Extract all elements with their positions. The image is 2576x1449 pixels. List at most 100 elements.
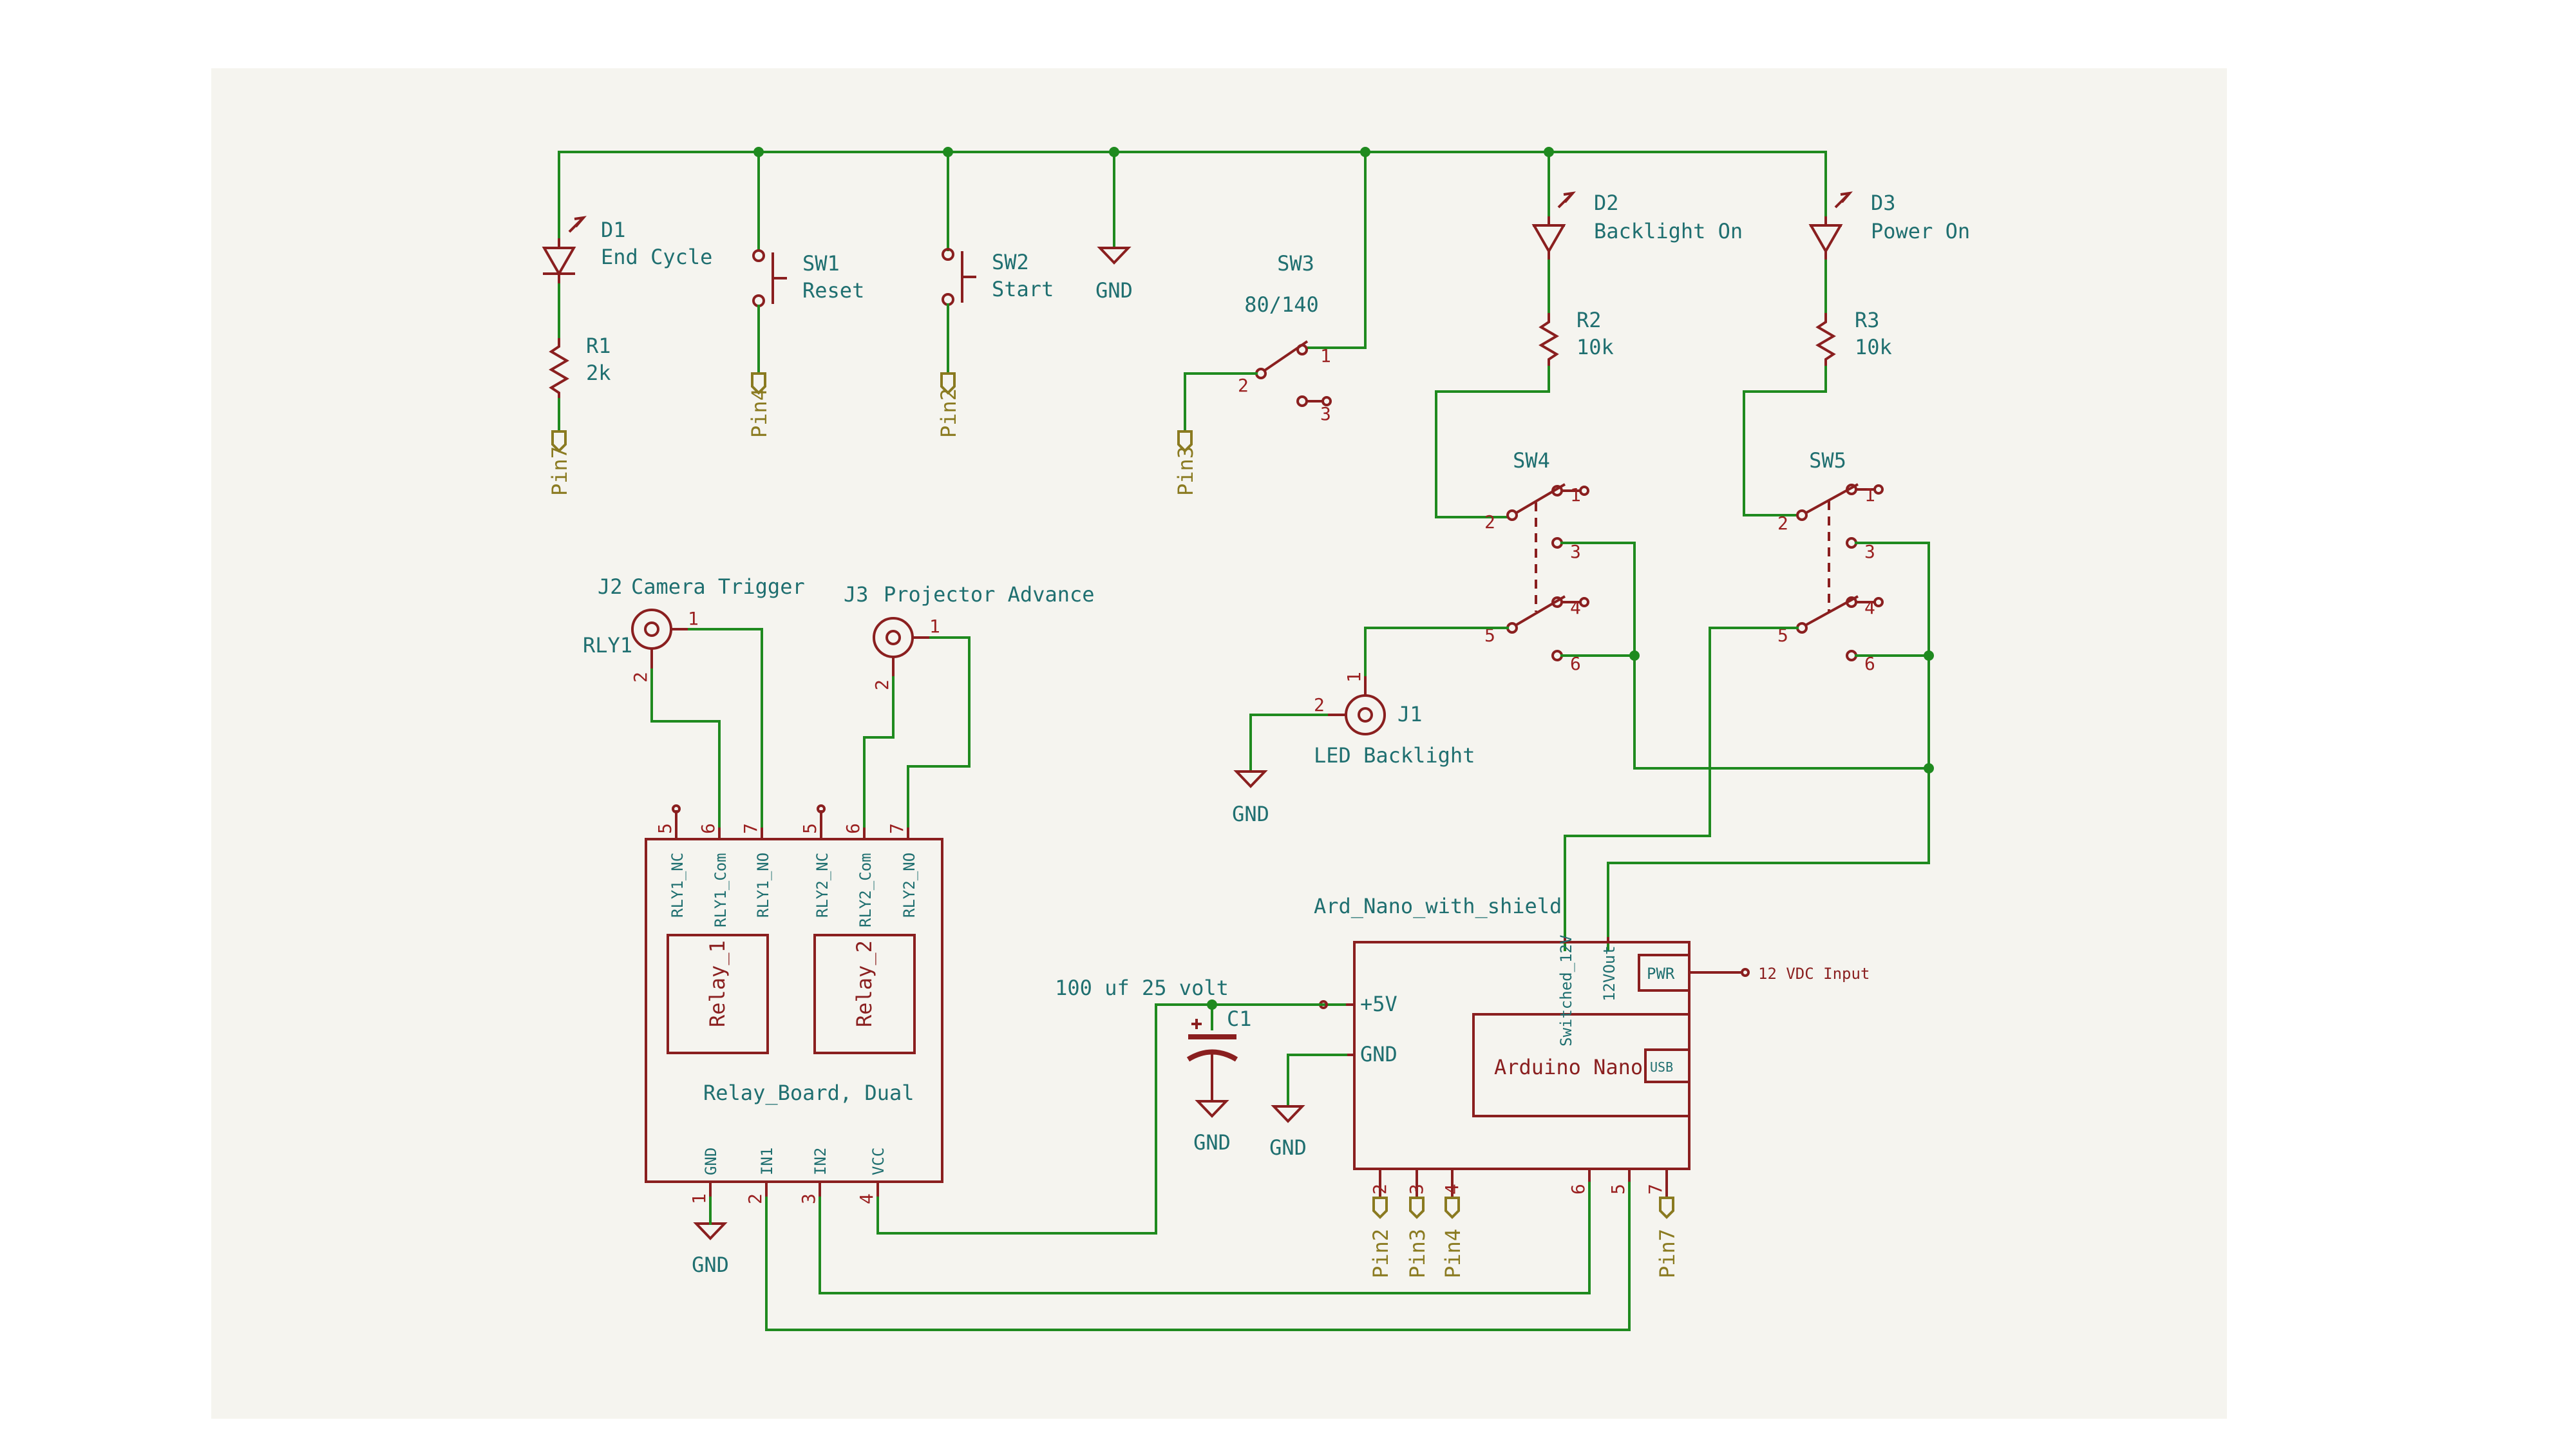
top-rail-junctions (753, 147, 1554, 157)
relay-pin-in2: IN2 (811, 1148, 829, 1175)
r3-ref: R3 (1855, 308, 1880, 332)
led-d2[interactable] (1531, 191, 1576, 261)
arduino-gnd-wire (1287, 1054, 1347, 1108)
arduino-num-7: 7 (1645, 1184, 1666, 1195)
gnd-label-relay: GND (692, 1253, 729, 1277)
arduino-num-3: 3 (1406, 1184, 1427, 1195)
j1-ref: J1 (1397, 702, 1423, 726)
relay-pin-rly2-no: RLY2_NO (900, 853, 918, 918)
pin2-flag-bottom (1372, 1197, 1388, 1219)
sw4-pin2: 2 (1484, 511, 1495, 533)
pushbutton-sw1[interactable] (752, 249, 787, 307)
j2-extra-label: RLY1 (583, 633, 632, 658)
pin2-flag-top (940, 372, 956, 395)
j1-pin1: 1 (1343, 672, 1365, 683)
sw5-pin5-wire (1564, 627, 1799, 951)
sw4-junction (1629, 650, 1640, 661)
connector-j1[interactable] (1327, 676, 1386, 735)
connector-j3[interactable] (873, 617, 931, 677)
sw5-pin4: 4 (1864, 597, 1875, 618)
connector-j2[interactable] (631, 609, 689, 670)
relay-in2-wire (819, 1180, 1591, 1294)
resistor-r1[interactable] (549, 338, 569, 399)
gnd-label-top: GND (1095, 278, 1133, 303)
relay-num-7a: 7 (740, 823, 761, 834)
arduino-inner-label: Arduino Nano (1494, 1055, 1643, 1079)
d1-ref: D1 (601, 218, 626, 242)
j2-pin2: 2 (630, 672, 651, 683)
led-d3[interactable] (1808, 191, 1853, 261)
arduino-pwr-box: PWR (1647, 965, 1675, 983)
relay-board-name: Relay_Board, Dual (703, 1081, 914, 1105)
net-label-pin2-bottom: Pin2 (1368, 1229, 1393, 1278)
gnd-label-arduino: GND (1269, 1135, 1307, 1160)
net-label-pin2-top: Pin2 (936, 388, 961, 438)
r3-value: 10k (1855, 335, 1892, 359)
j2-ref: J2 (598, 574, 623, 599)
j2-pin1: 1 (688, 608, 699, 629)
j3-pin2-wire (863, 676, 895, 832)
j2-pin1-wire (688, 628, 763, 832)
net-label-pin4-bottom: Pin4 (1441, 1229, 1465, 1278)
relay-num-5b: 5 (799, 823, 820, 834)
d2-value: Backlight On (1594, 219, 1743, 243)
relay-board[interactable] (645, 804, 943, 1198)
arduino-num-2: 2 (1369, 1184, 1390, 1195)
sw5-pin5: 5 (1777, 625, 1788, 646)
arduino-name: Ard_Nano_with_shield (1314, 894, 1562, 918)
r1-ref: R1 (586, 334, 611, 358)
j2-value: Camera Trigger (631, 574, 805, 599)
sw2-ref: SW2 (992, 250, 1029, 274)
pin4-flag-top (751, 372, 766, 395)
sw4-pin5: 5 (1484, 625, 1495, 646)
sw3-value: 80/140 (1244, 292, 1319, 317)
arduino-num-6: 6 (1567, 1184, 1589, 1195)
relay-pin-vcc: VCC (869, 1148, 887, 1175)
relay-num-2: 2 (744, 1193, 766, 1204)
j1-value: LED Backlight (1314, 743, 1475, 768)
c1-value: 100 uf 25 volt (1055, 976, 1229, 1000)
dpdt-switch-sw5[interactable] (1796, 483, 1884, 661)
sw4-ref: SW4 (1513, 448, 1550, 473)
c1-ref: C1 (1227, 1007, 1252, 1031)
pushbutton-sw2[interactable] (942, 248, 976, 306)
j3-pin1: 1 (929, 616, 940, 637)
capacitor-c1[interactable] (1186, 999, 1238, 1101)
j2-pin2-wire (650, 668, 721, 832)
relay-pin-rly1-nc: RLY1_NC (668, 853, 687, 918)
relay-1-label: Relay_1 (705, 940, 730, 1027)
resistor-r3[interactable] (1815, 313, 1836, 367)
j1-gnd-wire (1249, 714, 1328, 773)
sw4-j1-wire (1364, 627, 1509, 677)
relay-num-6b: 6 (842, 823, 864, 834)
arduino-nano-block[interactable] (1346, 937, 1750, 1198)
arduino-pin-5v: +5V (1360, 992, 1397, 1016)
relay-2-label: Relay_2 (852, 940, 876, 1027)
j1-pin2: 2 (1314, 694, 1325, 715)
sw5-pin3: 3 (1864, 541, 1875, 562)
sw5-pin3-wire (1607, 542, 1930, 951)
sheet-frame (211, 68, 2227, 1419)
sw5-ref: SW5 (1809, 448, 1846, 473)
d2-ref: D2 (1594, 191, 1619, 215)
net-label-pin4-top: Pin4 (747, 388, 772, 438)
resistor-r2[interactable] (1539, 313, 1559, 367)
sw2-value: Start (992, 277, 1054, 301)
relay-num-7b: 7 (886, 823, 907, 834)
dpdt-switch-sw4[interactable] (1506, 483, 1589, 661)
gnd-label-j1: GND (1232, 802, 1269, 826)
j3-ref: J3 (844, 582, 869, 607)
led-d1[interactable] (542, 216, 587, 285)
r2-ref: R2 (1577, 308, 1602, 332)
relay-num-4: 4 (856, 1193, 877, 1204)
gnd-symbol-j1 (1233, 770, 1268, 788)
sw4-pin6: 6 (1570, 653, 1581, 674)
net-label-pin3-bottom: Pin3 (1405, 1229, 1430, 1278)
pin7-flag-bottom (1659, 1197, 1674, 1219)
r2-value: 10k (1577, 335, 1614, 359)
sw1-value: Reset (802, 278, 864, 303)
arduino-pin-gnd: GND (1360, 1042, 1397, 1066)
relay-num-6a: 6 (697, 823, 719, 834)
arduino-pin-switched12v: Switched_12V (1557, 935, 1575, 1046)
